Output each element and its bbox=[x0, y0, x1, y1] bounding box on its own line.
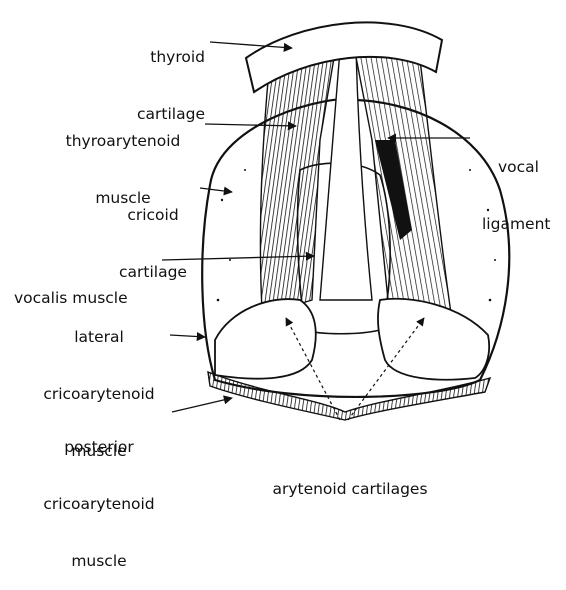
label-text: posterior bbox=[34, 438, 164, 457]
label-text: lateral bbox=[34, 328, 164, 347]
posterior-arrow bbox=[172, 398, 232, 412]
lateral-arrow bbox=[170, 335, 205, 337]
label-text: thyroid bbox=[110, 48, 205, 67]
label-text: cricoarytenoid bbox=[34, 495, 164, 514]
label-text: cricoid bbox=[108, 206, 198, 225]
label-text: arytenoid cartilages bbox=[250, 480, 450, 499]
label-text: ligament bbox=[482, 215, 551, 234]
label-text: thyroarytenoid bbox=[48, 132, 198, 151]
label-text: vocal bbox=[482, 158, 551, 177]
label-text: muscle bbox=[34, 552, 164, 571]
label-vocal-ligament: vocal ligament bbox=[482, 120, 551, 253]
label-posterior-cricoarytenoid: posterior cricoarytenoid muscle bbox=[34, 400, 164, 590]
label-arytenoid-cartilages: arytenoid cartilages bbox=[250, 442, 450, 518]
